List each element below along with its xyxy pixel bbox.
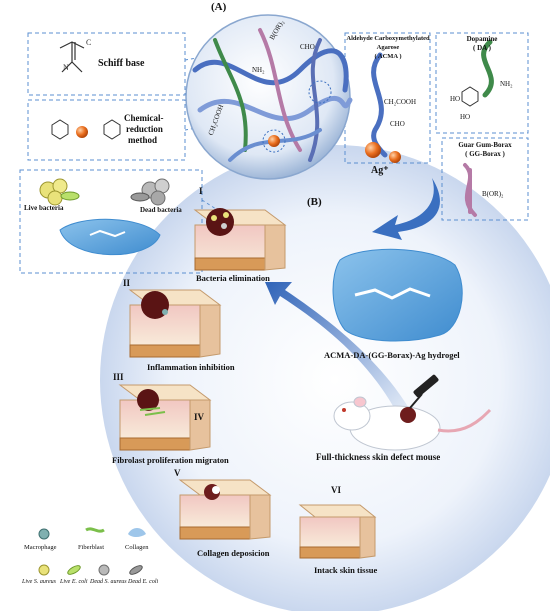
chem-reduction-line2: reduction <box>126 124 163 134</box>
mouse-illustration <box>333 374 492 451</box>
bacteria-box <box>19 169 203 274</box>
gg-title-line2: ( GG-Borax ) <box>465 150 505 158</box>
acma-title-line3: ( ACMA ) <box>374 53 402 60</box>
skin-defect <box>400 407 416 423</box>
catechol-structure <box>51 119 121 140</box>
gg-borax-chain <box>463 163 477 217</box>
dead-e-coli-icon <box>129 565 143 575</box>
dopamine-chain <box>481 39 494 98</box>
dead-s-aureus-icon <box>98 564 110 576</box>
da-group-nh2: NH₂ <box>500 80 513 88</box>
macrophage-icon <box>38 528 50 540</box>
schiff-base-n: N <box>63 63 69 72</box>
skin-block-stage-6 <box>298 504 377 559</box>
da-group-ho-1: HO <box>450 95 461 103</box>
legend-live-e-coli: Live E. coli <box>60 579 88 585</box>
panel-b-label: (B) <box>307 196 322 208</box>
gg-group-boron: B(OR)₂ <box>482 190 504 198</box>
dead-bacteria-label: Dead bacteria <box>140 206 182 214</box>
chem-reduction-line3: method <box>128 135 157 145</box>
legend-dead-s-aureus: Dead S. aureus <box>90 579 127 585</box>
stage-3-numeral: III <box>113 372 124 382</box>
schiff-base-structure <box>59 41 85 73</box>
stage-4-numeral: IV <box>194 412 205 422</box>
legend-collagen: Collagen <box>125 544 149 551</box>
fiberblast-icon <box>85 527 105 533</box>
collagen-icon <box>128 528 146 537</box>
stage-2-numeral: II <box>123 278 131 288</box>
legend-dead-e-coli: Dead E. coli <box>128 579 159 585</box>
stage-2-caption: Inflammation inhibition <box>147 362 235 372</box>
ag-highlight <box>262 129 286 153</box>
hydrogel-cut <box>354 287 431 300</box>
gg-title-line1: Guar Gum-Borax <box>458 141 512 149</box>
chain-cho-label: CHO <box>300 43 315 51</box>
skin-block-stage-5 <box>178 479 272 540</box>
stage-6-numeral: VI <box>331 485 342 495</box>
schiff-base-label: Schiff base <box>98 58 145 69</box>
ag-nanoparticle <box>268 135 280 147</box>
legend-fiberblast: Fiberblast <box>78 544 104 551</box>
legend-icons <box>38 527 146 576</box>
live-bacteria-label: Live bacteria <box>24 204 64 212</box>
legend-macrophage: Macrophage <box>24 544 57 551</box>
flow-arrow <box>372 178 440 240</box>
ag-ion <box>365 142 381 158</box>
acma-group-ch2cooh: CH₂COOH <box>384 98 416 106</box>
acma-group-cho: CHO <box>390 120 405 128</box>
chem-reduction-line1: Chemical- <box>124 113 164 123</box>
hydrogel-label: ACMA-DA-(GG-Borax)-Ag hydrogel <box>324 350 460 360</box>
live-e-coli-icon <box>67 565 81 575</box>
stage-3-caption: Fibrolast proliferation migraton <box>112 455 229 465</box>
syringe <box>413 374 439 398</box>
acma-title-line2: Agarose <box>376 44 400 51</box>
acma-title-line1: Aldehyde Carboxymethylated <box>346 35 430 42</box>
schiff-base-box <box>27 32 186 96</box>
stage-5-caption: Collagen deposicion <box>197 548 270 558</box>
da-title-line2: ( DA ) <box>473 44 491 52</box>
application-arrow <box>265 282 410 415</box>
small-hydrogel <box>59 218 161 256</box>
ag-ion <box>389 151 401 163</box>
stage-6-caption: Intack skin tissue <box>314 565 378 575</box>
crosslink-highlight <box>308 80 332 104</box>
dopamine-box <box>435 32 529 134</box>
stage-1-caption: Bacteria elimination <box>196 273 270 283</box>
chemical-reduction-box <box>27 99 186 161</box>
mouse-label: Full-thickness skin defect mouse <box>316 452 441 462</box>
network-sphere <box>185 14 351 180</box>
polymer-chains <box>192 28 353 162</box>
ag-ion-label: Ag⁺ <box>371 165 389 176</box>
legend-live-s-aureus: Live S. aureus <box>22 579 56 585</box>
dopamine-ring <box>461 86 479 107</box>
skin-block-stage-3 <box>118 384 212 451</box>
skin-block-stage-1 <box>193 208 287 271</box>
chain-nh2-label: NH₂ <box>252 66 265 74</box>
ag-nanoparticle <box>76 126 88 138</box>
stage-1-numeral: I <box>199 186 203 196</box>
da-title-line1: Dopamine <box>466 35 498 43</box>
dead-bacteria-cluster <box>130 178 170 206</box>
da-group-ho-2: HO <box>460 113 471 121</box>
live-bacteria-cluster <box>39 178 80 206</box>
live-s-aureus-icon <box>38 564 50 576</box>
hydrogel-crack <box>89 229 126 238</box>
schiff-base-c: C <box>86 38 91 47</box>
skin-block-stage-2 <box>128 289 222 358</box>
panel-a-label: (A) <box>211 1 227 13</box>
gg-borax-box <box>441 137 529 221</box>
stage-5-numeral: V <box>174 468 181 478</box>
